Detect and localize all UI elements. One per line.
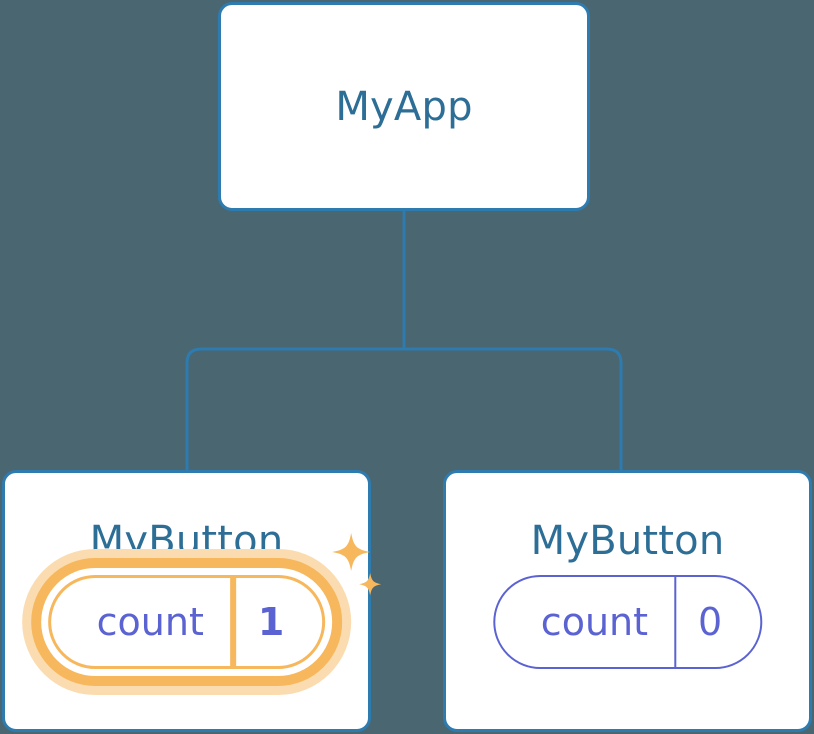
state-value: 0 (674, 577, 760, 667)
state-key-label: count (540, 600, 649, 644)
node-title: MyButton (530, 518, 725, 564)
state-pill-container[interactable]: count 1 (47, 533, 382, 669)
state-pill[interactable]: count 1 (47, 575, 326, 669)
tree-node-mybutton-1[interactable]: MyButton count 0 (443, 470, 812, 732)
tree-node-mybutton-0[interactable]: MyButton count 1 (2, 470, 382, 732)
tree-node-myapp[interactable]: MyApp (218, 2, 590, 211)
state-key-label: count (96, 600, 204, 644)
node-title: MyButton (89, 518, 284, 564)
connector-child-bus (185, 347, 623, 470)
state-pill[interactable]: count 0 (492, 575, 763, 669)
state-value: 1 (229, 578, 322, 666)
node-title: MyApp (335, 83, 473, 130)
state-pill-container[interactable]: count 0 (492, 575, 763, 669)
